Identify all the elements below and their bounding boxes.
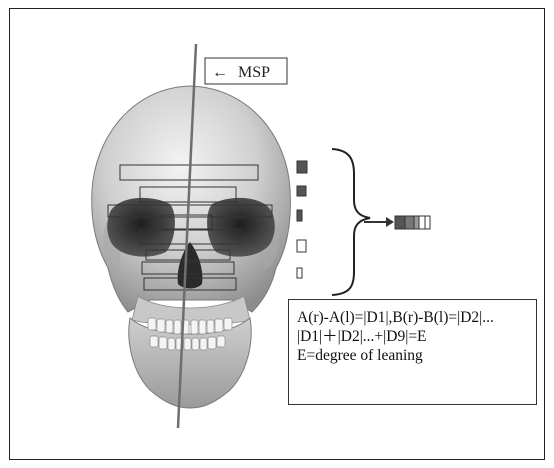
formula-line-1: A(r)-A(l)=|D1|,B(r)-B(l)=|D2|... [297,308,530,327]
msp-arrow-icon: ← [212,64,228,81]
formula-line-3: E=degree of leaning [297,346,530,365]
left-eye-socket [107,198,175,257]
difference-indicators [297,161,307,278]
formula-box: A(r)-A(l)=|D1|,B(r)-B(l)=|D2|... |D1|＋|D… [288,299,537,405]
difference-indicator-4 [297,240,306,252]
difference-indicator-2 [297,186,306,196]
difference-indicator-5 [297,268,302,278]
msp-label: MSP [238,64,270,81]
formula-line-2: |D1|＋|D2|...+|D9|=E [297,327,530,346]
arrow-head-icon [386,217,394,227]
mandible [129,318,251,408]
difference-indicator-3 [297,210,302,221]
difference-indicator-1 [297,161,307,173]
summed-bar [395,216,430,229]
right-eye-socket [207,198,275,257]
